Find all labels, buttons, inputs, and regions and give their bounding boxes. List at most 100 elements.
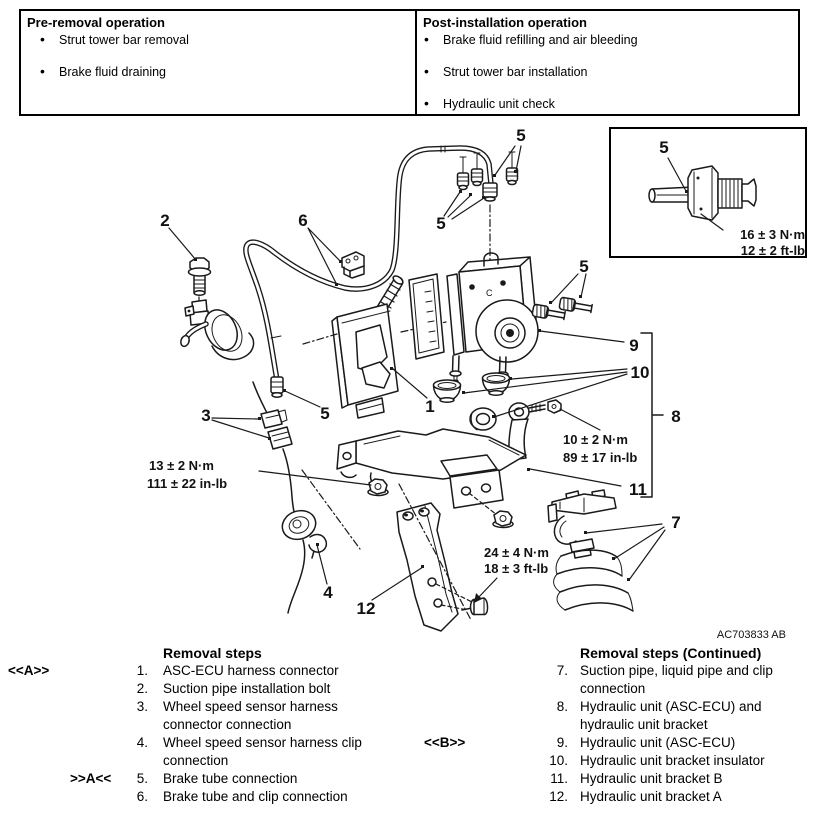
step-row: 3. Wheel speed sensor harness connector … <box>110 698 410 734</box>
torque-mid-inlb: 89 ± 17 in-lb <box>563 450 637 465</box>
marker-a-removal: <<A>> <box>8 663 50 678</box>
step-text: Hydraulic unit bracket insulator <box>580 753 765 768</box>
hydraulic-unit-bracket-b <box>336 428 527 529</box>
step-number: 1. <box>136 663 148 678</box>
callout-12: 12 <box>357 599 376 618</box>
step-row: 8. Hydraulic unit (ASC-ECU) and hydrauli… <box>522 698 812 734</box>
pre-removal-list: Strut tower bar removal Brake fluid drai… <box>27 32 407 80</box>
step-number: 9. <box>556 735 568 750</box>
step-number: 4. <box>136 735 148 750</box>
step-number: 2. <box>136 681 148 696</box>
callout-1: 1 <box>425 397 434 416</box>
step-text: Suction pipe, liquid pipe and clip conne… <box>580 663 773 696</box>
leader-dots <box>194 170 630 581</box>
post-installation-cell: Post-installation operation Brake fluid … <box>417 11 798 114</box>
step-row: 11. Hydraulic unit bracket B <box>522 770 812 788</box>
step-text: Wheel speed sensor harness clip connecti… <box>163 735 362 768</box>
step-row: 12. Hydraulic unit bracket A <box>522 788 812 806</box>
step-row: 9. Hydraulic unit (ASC-ECU) <box>522 734 812 752</box>
callout-7: 7 <box>671 513 680 532</box>
step-row: 4. Wheel speed sensor harness clip conne… <box>110 734 410 770</box>
hydraulic-unit-exploded-diagram: C <box>147 126 807 641</box>
step-number: 10. <box>549 753 568 768</box>
brake-tube <box>246 146 498 398</box>
callout-8: 8 <box>671 407 680 426</box>
step-number: 12. <box>549 789 568 804</box>
suction-liquid-pipes <box>553 549 634 612</box>
marker-a-install: >>A<< <box>70 771 112 786</box>
inset-detail-box <box>609 127 807 258</box>
operations-table: Pre-removal operation Strut tower bar re… <box>19 9 800 116</box>
callout-5-lower: 5 <box>320 404 329 423</box>
suction-pipe <box>180 299 255 361</box>
list-item: Hydraulic unit check <box>424 96 790 112</box>
callout-11: 11 <box>629 480 647 499</box>
step-text: Hydraulic unit bracket B <box>580 771 723 786</box>
unit-marking-c: C <box>486 288 493 298</box>
step-row: 6. Brake tube and clip connection <box>110 788 410 806</box>
step-text: Hydraulic unit bracket A <box>580 789 722 804</box>
step-number: 8. <box>556 699 568 714</box>
step-text: Hydraulic unit (ASC-ECU) <box>580 735 736 750</box>
hydraulic-unit-bracket-a <box>396 483 489 632</box>
list-item: Brake fluid draining <box>40 64 407 80</box>
step-row: 1. ASC-ECU harness connector <box>110 662 410 680</box>
removal-steps-continued-title: Removal steps (Continued) <box>580 645 762 661</box>
figure-code: AC703833 AB <box>717 629 786 641</box>
step-row: 2. Suction pipe installation bolt <box>110 680 410 698</box>
asc-ecu-harness-connector <box>302 275 447 419</box>
callout-4: 4 <box>323 583 333 602</box>
suction-pipe-bolt <box>187 257 212 309</box>
callout-labels: 2 6 5 5 5 5 5 3 1 4 12 9 10 8 11 7 <box>160 126 680 618</box>
torque-left-inlb: 111 ± 22 in-lb <box>147 476 227 491</box>
pre-removal-title: Pre-removal operation <box>27 15 165 30</box>
torque-bottom-nm: 24 ± 4 N·m <box>484 545 549 560</box>
torque-inset-nm: 16 ± 3 N·m <box>740 227 805 242</box>
wheel-speed-sensor-harness <box>252 381 361 614</box>
hydraulic-unit: C <box>408 252 539 385</box>
removal-steps-title: Removal steps <box>163 645 262 661</box>
brake-tube-clip <box>341 251 365 279</box>
leader-lines <box>168 145 666 603</box>
marker-b-removal: <<B>> <box>424 735 466 750</box>
step-text: Brake tube and clip connection <box>163 789 348 804</box>
removal-steps-left: Removal steps 1. ASC-ECU harness connect… <box>110 644 410 806</box>
torque-annotations: 13 ± 2 N·m 111 ± 22 in-lb 10 ± 2 N·m 89 … <box>147 227 805 576</box>
step-number: 11. <box>550 771 568 786</box>
bracket-insulators <box>432 372 511 431</box>
step-number: 3. <box>136 699 148 714</box>
callout-2: 2 <box>160 211 169 230</box>
step-text: ASC-ECU harness connector <box>163 663 339 678</box>
torque-inset-ftlb: 12 ± 2 ft-lb <box>741 243 805 258</box>
torque-bottom-ftlb: 18 ± 3 ft-lb <box>484 561 548 576</box>
step-number: 5. <box>136 771 148 786</box>
callout-5-inset: 5 <box>659 138 668 157</box>
post-installation-title: Post-installation operation <box>423 15 587 30</box>
step-text: Hydraulic unit (ASC-ECU) and hydraulic u… <box>580 699 762 732</box>
torque-left-nm: 13 ± 2 N·m <box>149 458 214 473</box>
step-text: Wheel speed sensor harness connector con… <box>163 699 338 732</box>
brake-tube-fittings-right <box>531 296 594 323</box>
list-item: Strut tower bar removal <box>40 32 407 48</box>
step-row: 10. Hydraulic unit bracket insulator <box>522 752 812 770</box>
callout-5-left: 5 <box>436 214 445 233</box>
removal-steps-right: Removal steps (Continued) 7. Suction pip… <box>522 644 812 806</box>
step-text: Suction pipe installation bolt <box>163 681 331 696</box>
item8-grouping-bracket <box>640 332 664 498</box>
step-number: 7. <box>556 663 568 678</box>
callout-6: 6 <box>298 211 307 230</box>
step-row: 5. Brake tube connection <box>110 770 410 788</box>
step-text: Brake tube connection <box>163 771 298 786</box>
pre-removal-cell: Pre-removal operation Strut tower bar re… <box>21 11 417 114</box>
callout-10: 10 <box>631 363 650 382</box>
list-item: Brake fluid refilling and air bleeding <box>424 32 790 48</box>
callout-5-right: 5 <box>579 257 588 276</box>
callout-9: 9 <box>629 336 638 355</box>
step-row: 7. Suction pipe, liquid pipe and clip co… <box>522 662 812 698</box>
callout-3: 3 <box>201 406 210 425</box>
torque-mid-nm: 10 ± 2 N·m <box>563 432 628 447</box>
callout-5-top: 5 <box>516 126 525 145</box>
list-item: Strut tower bar installation <box>424 64 790 80</box>
post-installation-list: Brake fluid refilling and air bleeding S… <box>423 32 790 112</box>
